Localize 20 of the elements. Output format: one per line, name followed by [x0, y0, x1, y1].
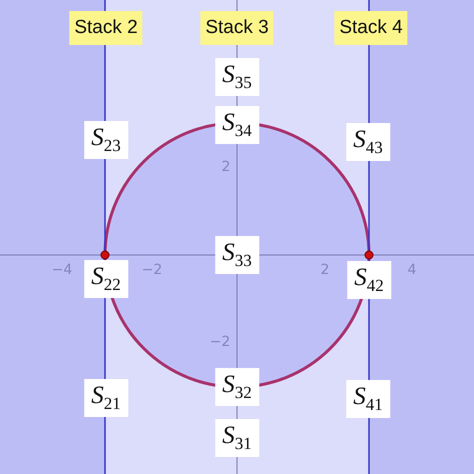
tick-label: −4: [52, 262, 72, 278]
region-label: S$_{34}$: [215, 106, 259, 144]
region-label: S$_{42}$: [347, 261, 391, 299]
region-label: S$_{33}$: [215, 236, 259, 274]
region-label: S$_{32}$: [215, 368, 259, 406]
region-label: S$_{21}$: [84, 379, 128, 417]
tick-label: 2: [320, 262, 330, 278]
stack-label: Stack 3: [200, 11, 274, 45]
region-label: S$_{41}$: [346, 380, 390, 418]
region-label: S$_{23}$: [84, 121, 128, 159]
region-label: S$_{35}$: [215, 58, 259, 96]
region-label: S$_{22}$: [84, 260, 128, 298]
region-label: S$_{43}$: [346, 123, 390, 161]
region-label: S$_{31}$: [215, 419, 259, 457]
stack-label: Stack 2: [69, 11, 143, 45]
tick-label: −2: [210, 334, 230, 350]
tick-label: 4: [408, 262, 416, 278]
tick-label: −2: [142, 262, 162, 278]
tick-label: 2: [222, 159, 230, 175]
stack-label: Stack 4: [334, 11, 408, 45]
